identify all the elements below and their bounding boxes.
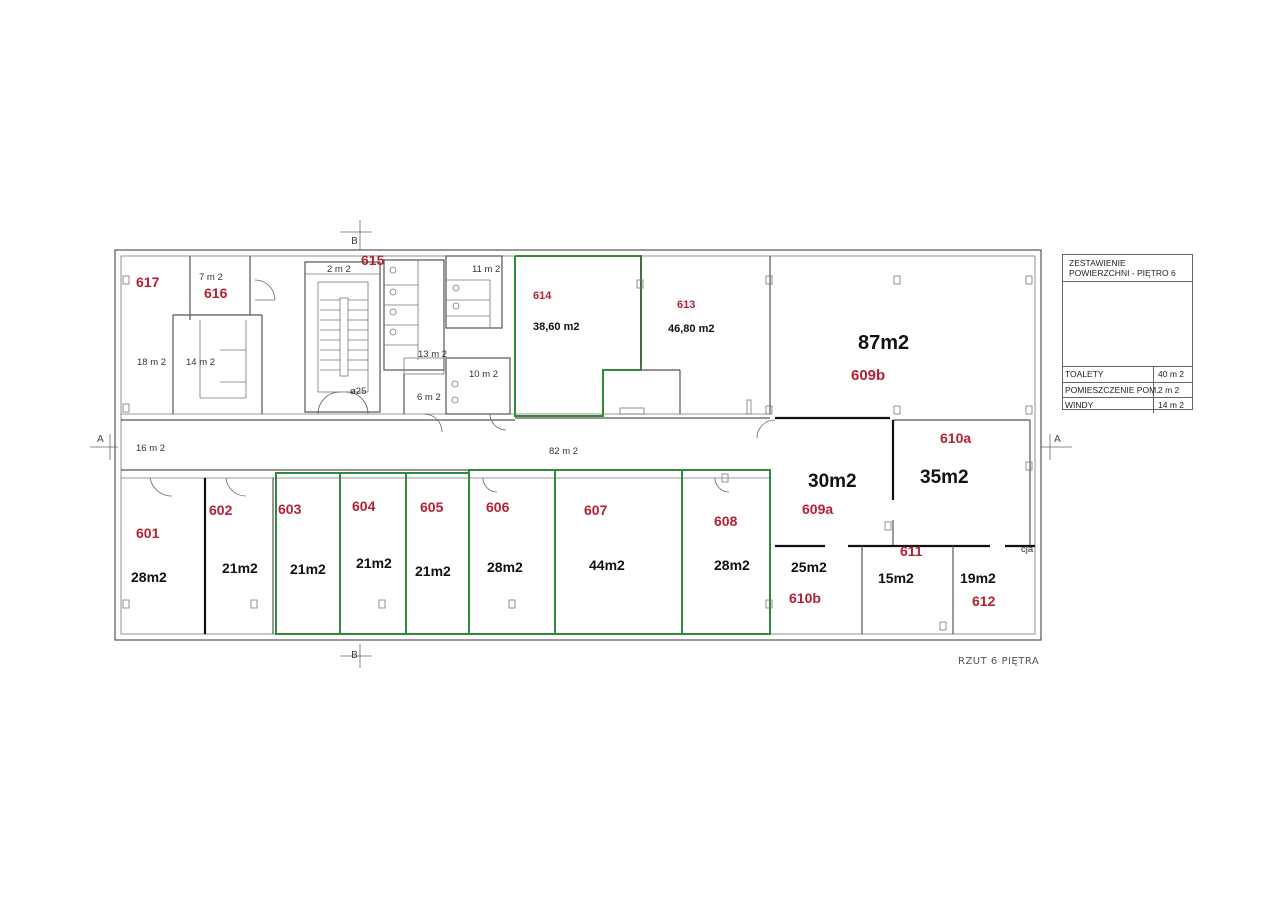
room-614-number: 614	[533, 290, 552, 302]
block-617-616	[172, 256, 276, 414]
section-b-top: B	[351, 236, 358, 247]
toilets-block	[383, 255, 511, 433]
section-a-right: A	[1054, 434, 1061, 445]
legend-row: WINDY 14 m 2	[1063, 398, 1192, 413]
area-609a: 30m2	[808, 471, 857, 492]
area-18: 18 m 2	[137, 357, 166, 368]
area-609b: 87m2	[858, 332, 909, 354]
bottom-offices-walls	[149, 477, 730, 634]
area-601: 28m2	[131, 569, 167, 585]
room-606-number: 606	[486, 499, 510, 515]
area-614: 38,60 m2	[533, 321, 579, 333]
legend-row: TOALETY 40 m 2	[1063, 367, 1192, 383]
corridor-area: 82 m 2	[549, 446, 578, 457]
green-offices-outline	[275, 469, 771, 635]
room-610b-number: 610b	[789, 590, 821, 606]
room-611-number: 611	[900, 543, 923, 559]
area-605: 21m2	[415, 563, 451, 579]
area-7: 7 m 2	[199, 272, 223, 283]
legend-row: POMIESZCZENIE POM. 2 m 2	[1063, 382, 1192, 398]
area-610b: 25m2	[791, 559, 827, 575]
area-16: 16 m 2	[136, 443, 165, 454]
section-b-bottom: B	[351, 650, 358, 661]
area-603: 21m2	[290, 561, 326, 577]
room-617-number: 617	[136, 274, 160, 290]
plan-caption: RZUT 6 PIĘTRA	[958, 656, 1040, 667]
room-614-outline	[514, 255, 642, 417]
legend-row-value: 40 m 2	[1158, 369, 1184, 379]
right-block-walls	[756, 416, 1035, 634]
room-601-number: 601	[136, 525, 160, 541]
stair-label: ø25	[350, 386, 366, 397]
legend-title: ZESTAWIENIE POWIERZCHNI - PIĘTRO 6	[1063, 255, 1192, 282]
area-2: 2 m 2	[327, 264, 351, 275]
room-607-number: 607	[584, 502, 608, 518]
room-603-number: 603	[278, 501, 302, 517]
room-612-number: 612	[972, 593, 996, 609]
area-611: 15m2	[878, 570, 914, 586]
corridor-walls	[121, 413, 770, 479]
legend-blank-cell	[1063, 282, 1192, 367]
stair-core	[304, 261, 381, 415]
room-613-walls	[619, 256, 771, 415]
misc-label: cja	[1021, 544, 1034, 555]
legend-row-label: POMIESZCZENIE POM.	[1063, 382, 1159, 397]
area-612: 19m2	[960, 570, 996, 586]
room-610a-number: 610a	[940, 430, 971, 446]
structural-columns	[122, 275, 1033, 631]
area-606: 28m2	[487, 559, 523, 575]
legend-row-label: TOALETY	[1063, 367, 1154, 382]
area-13: 13 m 2	[418, 349, 447, 360]
section-a-left: A	[97, 434, 104, 445]
area-608: 28m2	[714, 557, 750, 573]
room-609a-number: 609a	[802, 501, 833, 517]
area-604: 21m2	[356, 555, 392, 571]
area-610a: 35m2	[920, 467, 969, 488]
room-616-number: 616	[204, 285, 228, 301]
section-markers	[90, 220, 1072, 668]
area-10: 10 m 2	[469, 369, 498, 380]
legend-row-label: WINDY	[1063, 398, 1154, 413]
area-607: 44m2	[589, 557, 625, 573]
room-604-number: 604	[352, 498, 376, 514]
room-605-number: 605	[420, 499, 444, 515]
room-615-number: 615	[361, 252, 385, 268]
area-613: 46,80 m2	[668, 323, 714, 335]
legend-row-value: 14 m 2	[1158, 400, 1184, 410]
legend-row-value: 2 m 2	[1158, 384, 1180, 395]
area-6: 6 m 2	[417, 392, 441, 403]
room-602-number: 602	[209, 502, 233, 518]
area-11: 11 m 2	[472, 264, 500, 275]
area-602: 21m2	[222, 560, 258, 576]
area-14: 14 m 2	[186, 357, 215, 368]
room-608-number: 608	[714, 513, 738, 529]
room-613-number: 613	[677, 299, 695, 311]
area-summary-legend: ZESTAWIENIE POWIERZCHNI - PIĘTRO 6 TOALE…	[1062, 254, 1193, 413]
room-609b-number: 609b	[851, 367, 885, 384]
